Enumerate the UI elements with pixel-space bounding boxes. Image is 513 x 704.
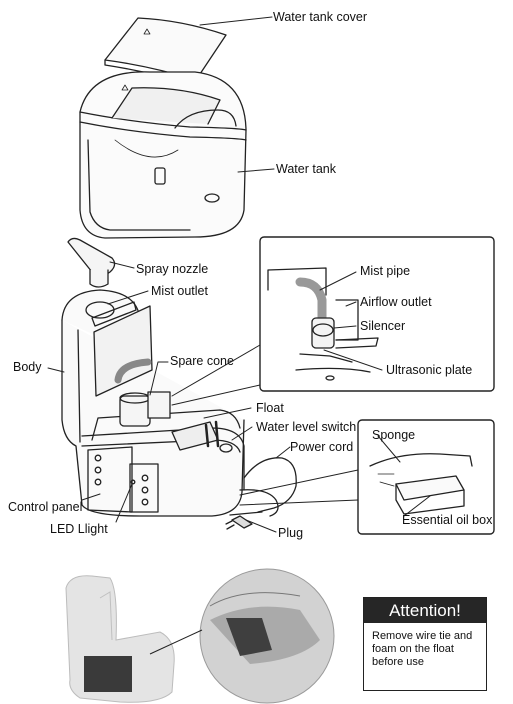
label-mist-outlet: Mist outlet: [151, 284, 208, 298]
water-tank-drawing: [79, 71, 247, 239]
leader-lines: [47, 16, 431, 533]
label-control-panel: Control panel: [8, 500, 83, 514]
label-spray-nozzle: Spray nozzle: [136, 262, 209, 276]
attention-text: Remove wire tie and foam on the float be…: [372, 630, 473, 668]
power-cord-drawing: [225, 457, 297, 530]
label-water-level-switch: Water level switch: [256, 420, 357, 434]
label-led-light: LED Llight: [50, 522, 108, 536]
label-silencer: Silencer: [360, 319, 406, 333]
label-ultrasonic-plate: Ultrasonic plate: [386, 363, 473, 377]
label-water-tank-cover: Water tank cover: [273, 10, 368, 24]
photo-connector-line: [149, 629, 203, 655]
inset-mist-pipe-drawing: [259, 236, 495, 392]
label-sponge: Sponge: [372, 428, 416, 442]
body-drawing: [61, 289, 245, 517]
photo-humidifier: [65, 575, 175, 703]
label-airflow-outlet: Airflow outlet: [360, 295, 432, 309]
label-mist-pipe: Mist pipe: [360, 264, 411, 278]
photo-float-closeup: [199, 568, 335, 704]
label-water-tank: Water tank: [276, 162, 336, 176]
label-body: Body: [13, 360, 42, 374]
label-plug: Plug: [278, 526, 304, 540]
label-essential-oil-box: Essential oil box: [402, 513, 493, 527]
spray-nozzle-drawing: [67, 237, 116, 288]
attention-title: Attention!: [364, 598, 486, 623]
attention-box: Attention! Remove wire tie and foam on t…: [363, 597, 487, 691]
inset-sponge-drawing: [357, 419, 495, 535]
label-float: Float: [256, 401, 284, 415]
label-power-cord: Power cord: [290, 440, 354, 454]
label-spare-cone: Spare cone: [170, 354, 234, 368]
inset-connector-lines: [171, 344, 359, 506]
